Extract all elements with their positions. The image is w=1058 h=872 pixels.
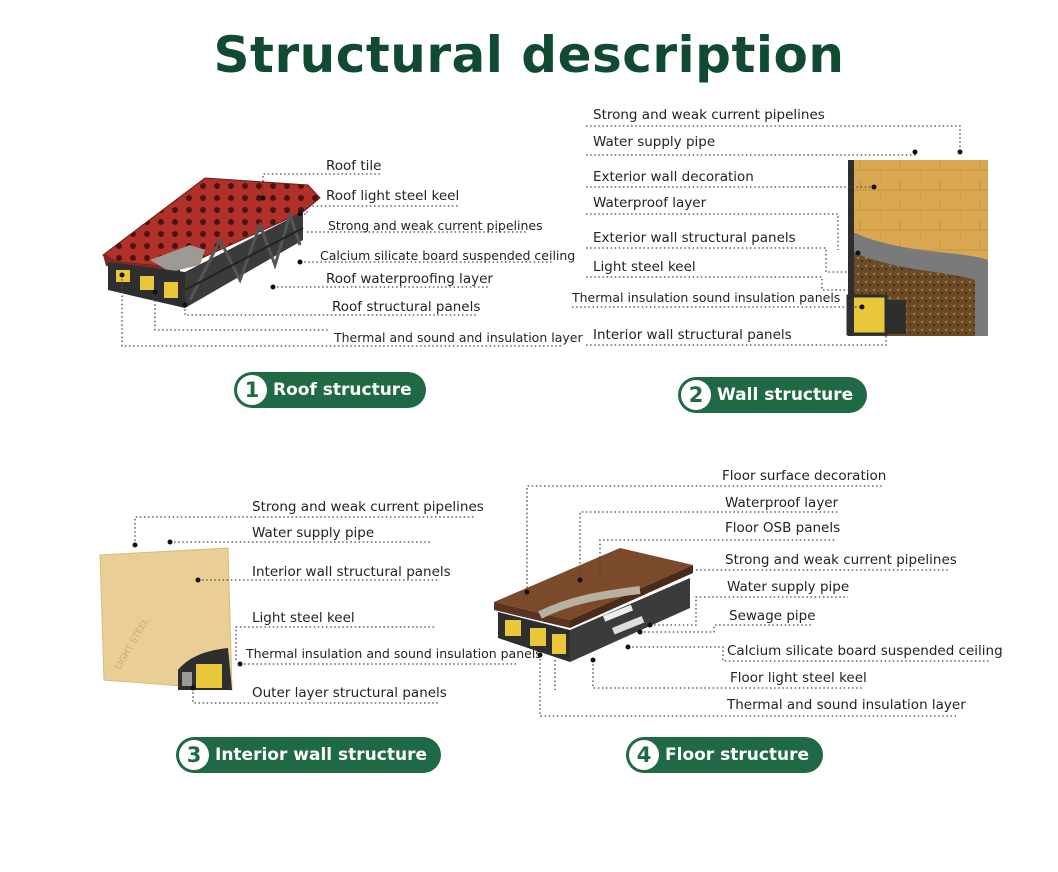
wall-illustration [846, 160, 988, 336]
wall-label-waterproof-layer: Waterproof layer [593, 195, 707, 211]
floor-label-water-supply-pipe: Water supply pipe [727, 579, 850, 595]
roof-label-pipelines: Strong and weak current pipelines [328, 218, 543, 233]
roof-label-structural-panels: Roof structural panels [332, 299, 481, 315]
roof-label-calcium-silicate-ceiling: Calcium silicate board suspended ceiling [320, 248, 576, 263]
floor-label-pipelines: Strong and weak current pipelines [725, 552, 957, 568]
roof-leader-lines [119, 173, 562, 347]
wall-structure-badge: 2 Wall structure [678, 377, 868, 413]
wall-label-interior-structural-panels: Interior wall structural panels [593, 327, 792, 343]
wall-label-light-steel-keel: Light steel keel [593, 259, 696, 275]
interior-label-light-steel-keel: Light steel keel [252, 610, 355, 626]
badge-number: 2 [681, 380, 711, 410]
floor-label-waterproof-layer: Waterproof layer [725, 495, 839, 511]
badge-label: Interior wall structure [215, 745, 427, 765]
floor-label-light-steel-keel: Floor light steel keel [730, 670, 867, 686]
roof-label-light-steel-keel: Roof light steel keel [326, 188, 460, 204]
wall-label-water-supply-pipe: Water supply pipe [593, 134, 716, 150]
wall-label-insulation-panels: Thermal insulation sound insulation pane… [572, 290, 841, 305]
roof-structure-badge: 1 Roof structure [234, 372, 426, 408]
wall-leader-lines [572, 125, 963, 346]
floor-label-calcium-silicate-ceiling: Calcium silicate board suspended ceiling [727, 643, 1003, 659]
floor-label-insulation-layer: Thermal and sound insulation layer [727, 697, 966, 713]
roof-illustration [102, 177, 321, 308]
badge-number: 1 [237, 375, 267, 405]
interior-label-outer-structural-panels: Outer layer structural panels [252, 685, 447, 701]
wall-label-pipelines: Strong and weak current pipelines [593, 107, 825, 123]
interior-wall-structure-badge: 3 Interior wall structure [176, 737, 441, 773]
roof-label-waterproofing-layer: Roof waterproofing layer [326, 271, 493, 287]
roof-label-roof-tile: Roof tile [326, 158, 382, 174]
interior-label-water-supply-pipe: Water supply pipe [252, 525, 375, 541]
badge-number: 4 [629, 740, 659, 770]
badge-label: Floor structure [665, 745, 810, 765]
interior-label-pipelines: Strong and weak current pipelines [252, 499, 484, 515]
badge-label: Roof structure [273, 380, 412, 400]
interior-leader-lines [132, 516, 516, 704]
wall-label-exterior-structural-panels: Exterior wall structural panels [593, 230, 796, 246]
badge-number: 3 [179, 740, 209, 770]
badge-label: Wall structure [717, 385, 854, 405]
page-title: Structural description [213, 26, 845, 84]
interior-wall-illustration: LIGHT STEEL [99, 547, 233, 691]
floor-illustration [494, 548, 693, 662]
roof-label-insulation-layer: Thermal and sound and insulation layer [334, 330, 583, 345]
floor-label-sewage-pipe: Sewage pipe [729, 608, 816, 624]
floor-label-surface-decoration: Floor surface decoration [722, 468, 887, 484]
wall-label-exterior-decoration: Exterior wall decoration [593, 169, 754, 185]
floor-label-osb-panels: Floor OSB panels [725, 520, 841, 536]
interior-label-structural-panels: Interior wall structural panels [252, 564, 451, 580]
floor-leader-lines [524, 485, 990, 717]
interior-label-insulation-panels: Thermal insulation and sound insulation … [246, 646, 542, 661]
floor-structure-badge: 4 Floor structure [626, 737, 824, 773]
